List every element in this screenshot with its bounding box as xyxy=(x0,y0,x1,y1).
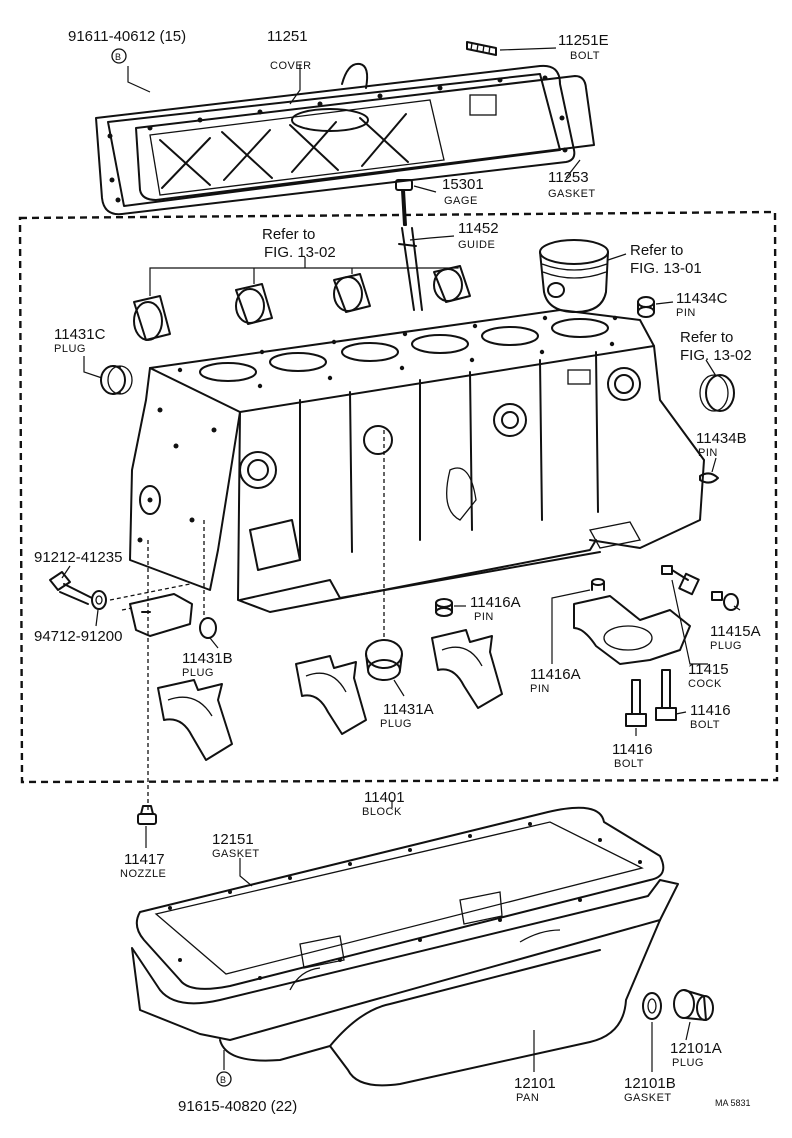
pin-11416a-left-illustration xyxy=(435,598,453,617)
label-91212: 91212-41235 xyxy=(34,549,122,566)
plug-11431b-illustration xyxy=(199,617,217,639)
drain-gasket-12101b-illustration xyxy=(642,992,662,1020)
bearing-cap-4-illustration xyxy=(573,595,691,665)
name-11431c: PLUG xyxy=(54,343,86,355)
oil-pan-illustration xyxy=(131,879,679,1087)
label-11431a: 11431A xyxy=(383,701,434,718)
label-11452: 11452 xyxy=(458,220,499,237)
label-12101a: 12101A xyxy=(670,1040,722,1057)
engine-block-illustration xyxy=(129,309,705,613)
label-91611: 91611-40612 (15) xyxy=(68,28,186,45)
pin-11434c-illustration xyxy=(637,296,655,318)
label-11416-right: 11416 xyxy=(690,702,731,719)
label-11431c: 11431C xyxy=(54,326,106,343)
name-12101a: PLUG xyxy=(672,1057,704,1069)
name-11253: GASKET xyxy=(548,188,596,200)
main-bearing-shells xyxy=(133,265,471,341)
name-11416a-left: PIN xyxy=(474,611,494,623)
name-11251: COVER xyxy=(270,60,312,72)
label-11401: 11401 xyxy=(364,789,405,806)
marker-b-bottom xyxy=(216,1071,232,1087)
label-94712: 94712-91200 xyxy=(34,628,122,645)
cap-bolt-11416-1-illustration xyxy=(625,679,647,727)
valve-cover-illustration xyxy=(95,62,576,216)
ref-piston-line2: FIG. 13-01 xyxy=(630,260,702,277)
bearing-cap-2-illustration xyxy=(295,655,367,735)
bolt-11251e-illustration xyxy=(466,41,497,56)
bracket-illustration xyxy=(129,593,193,637)
name-11416a-right: PIN xyxy=(530,683,550,695)
plug-11431a-illustration xyxy=(365,639,403,681)
block-group-frame xyxy=(18,210,779,784)
label-12101b: 12101B xyxy=(624,1075,676,1092)
name-11416-right: BOLT xyxy=(690,719,720,731)
bolt-91212-illustration xyxy=(49,571,107,610)
dipstick-illustration xyxy=(395,179,423,311)
label-11416a-right: 11416A xyxy=(530,666,581,683)
name-15301: GAGE xyxy=(444,195,478,207)
name-11251e: BOLT xyxy=(570,50,600,62)
pin-11416a-right-illustration xyxy=(591,578,605,591)
pin-11434b-illustration xyxy=(699,472,719,484)
leader-lines xyxy=(61,47,741,1072)
label-11434c: 11434C xyxy=(676,290,728,307)
label-11415a: 11415A xyxy=(710,623,761,640)
label-11251: 11251 xyxy=(267,28,308,45)
piston-illustration xyxy=(539,239,609,313)
bearing-cap-1-illustration xyxy=(157,679,233,761)
drain-cock-11415-illustration xyxy=(661,565,700,596)
drain-plug-11415a-illustration xyxy=(711,591,739,611)
name-11452: GUIDE xyxy=(458,239,495,251)
name-11431b: PLUG xyxy=(182,667,214,679)
name-11434c: PIN xyxy=(676,307,696,319)
label-12151: 12151 xyxy=(212,831,254,848)
ref-bearings-line1: Refer to xyxy=(262,226,315,243)
label-11417: 11417 xyxy=(124,851,165,868)
bearing-reference-bracket xyxy=(149,257,459,296)
name-11434b: PIN xyxy=(698,447,718,459)
cover-gasket-illustration xyxy=(135,75,595,201)
name-12101: PAN xyxy=(516,1092,539,1104)
oil-pan-gasket-illustration xyxy=(135,806,665,990)
name-11401: BLOCK xyxy=(362,806,402,818)
nozzle-11417-illustration xyxy=(137,805,157,825)
ref-rear-line2: FIG. 13-02 xyxy=(680,347,752,364)
label-11415: 11415 xyxy=(688,661,729,678)
plug-11431c-illustration xyxy=(100,365,133,395)
label-11416-left: 11416 xyxy=(612,741,653,758)
name-12151: GASKET xyxy=(212,848,260,860)
label-11416a-left: 11416A xyxy=(470,594,521,611)
drain-plug-12101a-illustration xyxy=(673,989,714,1021)
bearing-cap-3-illustration xyxy=(431,629,503,709)
name-11415: COCK xyxy=(688,678,722,690)
cap-bolt-11416-2-illustration xyxy=(655,669,677,721)
marker-b-top xyxy=(111,48,127,64)
name-11415a: PLUG xyxy=(710,640,742,652)
label-12101: 12101 xyxy=(514,1075,556,1092)
label-11431b: 11431B xyxy=(182,650,233,667)
label-11434b: 11434B xyxy=(696,430,747,447)
bracket-guide-line xyxy=(109,583,191,611)
ref-bearings-line2: FIG. 13-02 xyxy=(264,244,336,261)
marker-b-bottom-letter: B xyxy=(220,1075,226,1085)
figure-code: MA 5831 xyxy=(715,1098,751,1108)
name-11431a: PLUG xyxy=(380,718,412,730)
ref-piston-line1: Refer to xyxy=(630,242,683,259)
label-11253: 11253 xyxy=(548,169,589,186)
name-12101b: GASKET xyxy=(624,1092,672,1104)
label-15301: 15301 xyxy=(442,176,484,193)
marker-b-top-letter: B xyxy=(115,52,121,62)
rear-plug-illustration xyxy=(699,374,735,412)
name-11417: NOZZLE xyxy=(120,868,166,880)
name-11416-left: BOLT xyxy=(614,758,644,770)
label-91615: 91615-40820 (22) xyxy=(178,1098,297,1115)
label-11251e: 11251E xyxy=(558,32,609,49)
ref-rear-line1: Refer to xyxy=(680,329,733,346)
